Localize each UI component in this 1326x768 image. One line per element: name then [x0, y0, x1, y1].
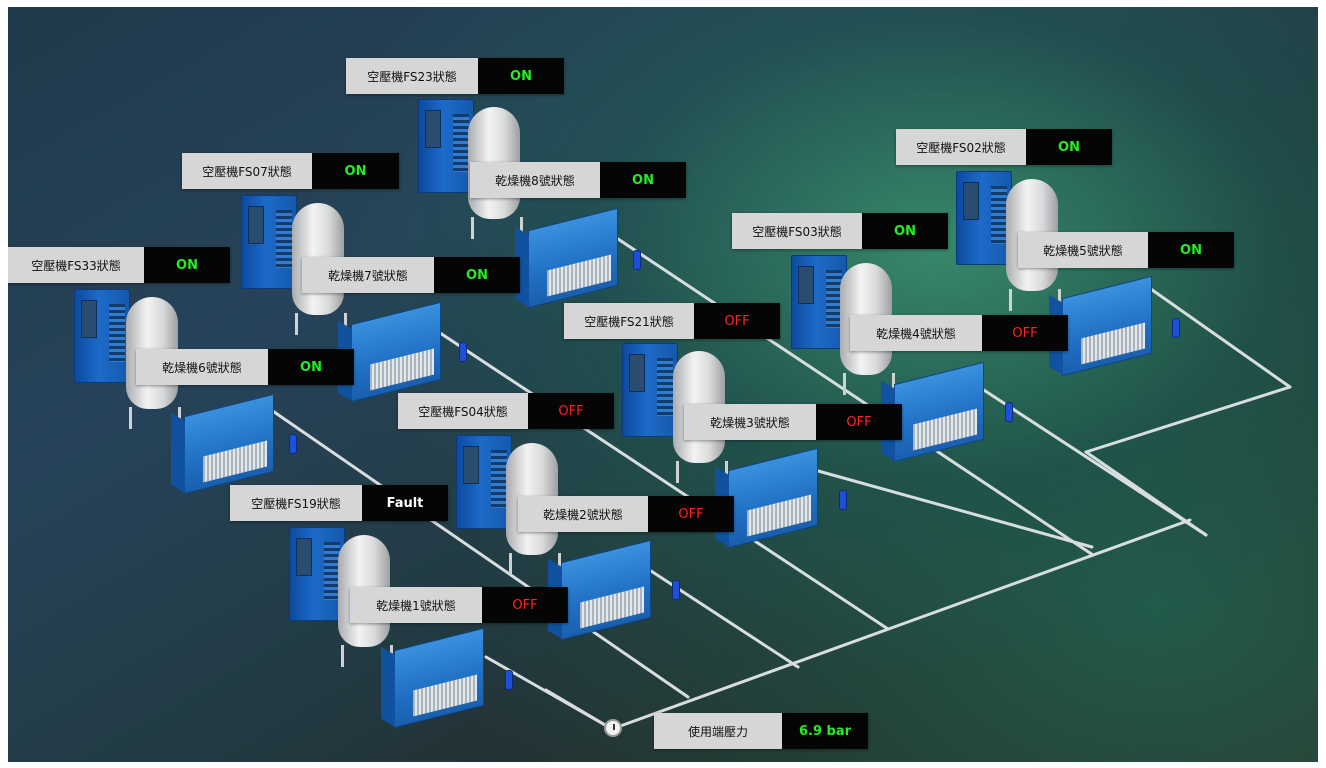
status-label: 乾燥機6號狀態 [136, 349, 268, 385]
valve-icon [290, 435, 296, 453]
status-value: OFF [694, 303, 780, 339]
valve-icon [506, 671, 512, 689]
dryer-status-3[interactable]: 乾燥機3號狀態 OFF [684, 404, 902, 440]
status-label: 乾燥機8號狀態 [470, 162, 600, 198]
pipe-run-2 [646, 567, 800, 669]
pipe-run-6 [262, 403, 690, 699]
valve-icon [673, 581, 679, 599]
pipe-run-8 [601, 227, 1095, 557]
upper-drop [1084, 450, 1208, 537]
air-compressor-icon [74, 289, 130, 383]
air-compressor-icon [418, 99, 474, 193]
status-value: OFF [982, 315, 1068, 351]
status-value: ON [862, 213, 948, 249]
dryer-status-7[interactable]: 乾燥機7號狀態 ON [302, 257, 520, 293]
status-value: OFF [648, 496, 734, 532]
air-compressor-icon [622, 343, 678, 437]
compressor-status-fs04[interactable]: 空壓機FS04狀態 OFF [398, 393, 614, 429]
status-value: ON [434, 257, 520, 293]
pipe-network [262, 227, 1292, 731]
status-label: 空壓機FS33狀態 [8, 247, 144, 283]
compressor-status-fs23[interactable]: 空壓機FS23狀態 ON [346, 58, 564, 94]
air-compressor-icon [456, 435, 512, 529]
status-value: OFF [528, 393, 614, 429]
dryer-status-8[interactable]: 乾燥機8號狀態 ON [470, 162, 686, 198]
dryer-status-4[interactable]: 乾燥機4號狀態 OFF [850, 315, 1068, 351]
pipe-run-3 [809, 467, 1094, 549]
air-compressor-icon [241, 195, 297, 289]
valve-icon [1173, 319, 1179, 337]
compressor-status-fs19[interactable]: 空壓機FS19狀態 Fault [230, 485, 448, 521]
status-label: 空壓機FS03狀態 [732, 213, 862, 249]
status-label: 空壓機FS19狀態 [230, 485, 362, 521]
pressure-gauge-icon [604, 719, 622, 737]
status-label: 乾燥機2號狀態 [518, 496, 648, 532]
dryer-status-5[interactable]: 乾燥機5號狀態 ON [1018, 232, 1234, 268]
compressor-status-fs33[interactable]: 空壓機FS33狀態 ON [8, 247, 230, 283]
valve-icon [634, 251, 640, 269]
air-compressor-icon [791, 255, 847, 349]
compressor-status-fs21[interactable]: 空壓機FS21狀態 OFF [564, 303, 780, 339]
status-label: 空壓機FS21狀態 [564, 303, 694, 339]
status-label: 乾燥機5號狀態 [1018, 232, 1148, 268]
status-label: 空壓機FS23狀態 [346, 58, 478, 94]
dryer-status-1[interactable]: 乾燥機1號狀態 OFF [350, 587, 568, 623]
status-value: OFF [482, 587, 568, 623]
compressor-status-fs02[interactable]: 空壓機FS02狀態 ON [896, 129, 1112, 165]
status-label: 空壓機FS04狀態 [398, 393, 528, 429]
status-value: ON [1026, 129, 1112, 165]
tank-legs [471, 217, 523, 239]
left-header [544, 688, 614, 731]
status-label: 乾燥機7號狀態 [302, 257, 434, 293]
valve-icon [1006, 403, 1012, 421]
tank-legs [509, 553, 561, 575]
main-header [610, 518, 1192, 731]
pipe-run-5 [1146, 285, 1292, 389]
gauge-needle [613, 724, 615, 730]
status-value: OFF [816, 404, 902, 440]
pipe-run-7 [426, 323, 890, 631]
air-compressor-icon [289, 527, 345, 621]
status-value: ON [144, 247, 230, 283]
air-compressor-icon [956, 171, 1012, 265]
compressor-status-fs07[interactable]: 空壓機FS07狀態 ON [182, 153, 399, 189]
pressure-readout[interactable]: 使用端壓力 6.9 bar [654, 713, 868, 749]
status-value: ON [1148, 232, 1234, 268]
pressure-value: 6.9 bar [782, 713, 868, 749]
status-label: 乾燥機3號狀態 [684, 404, 816, 440]
dryer-status-2[interactable]: 乾燥機2號狀態 OFF [518, 496, 734, 532]
status-label: 空壓機FS07狀態 [182, 153, 312, 189]
status-label: 乾燥機4號狀態 [850, 315, 982, 351]
status-value: ON [600, 162, 686, 198]
status-value: Fault [362, 485, 448, 521]
upper-header [1084, 385, 1292, 454]
valve-icon [460, 343, 466, 361]
dryer-status-6[interactable]: 乾燥機6號狀態 ON [136, 349, 354, 385]
valve-icon [840, 491, 846, 509]
status-label: 乾燥機1號狀態 [350, 587, 482, 623]
status-value: ON [312, 153, 399, 189]
status-label: 空壓機FS02狀態 [896, 129, 1026, 165]
plant-overview: 空壓機FS23狀態 ON 空壓機FS07狀態 ON 空壓機FS33狀態 ON 空… [8, 7, 1318, 762]
pressure-label: 使用端壓力 [654, 713, 782, 749]
tank-legs [295, 313, 347, 335]
compressor-status-fs03[interactable]: 空壓機FS03狀態 ON [732, 213, 948, 249]
status-value: ON [478, 58, 564, 94]
tank-legs [676, 461, 728, 483]
status-value: ON [268, 349, 354, 385]
